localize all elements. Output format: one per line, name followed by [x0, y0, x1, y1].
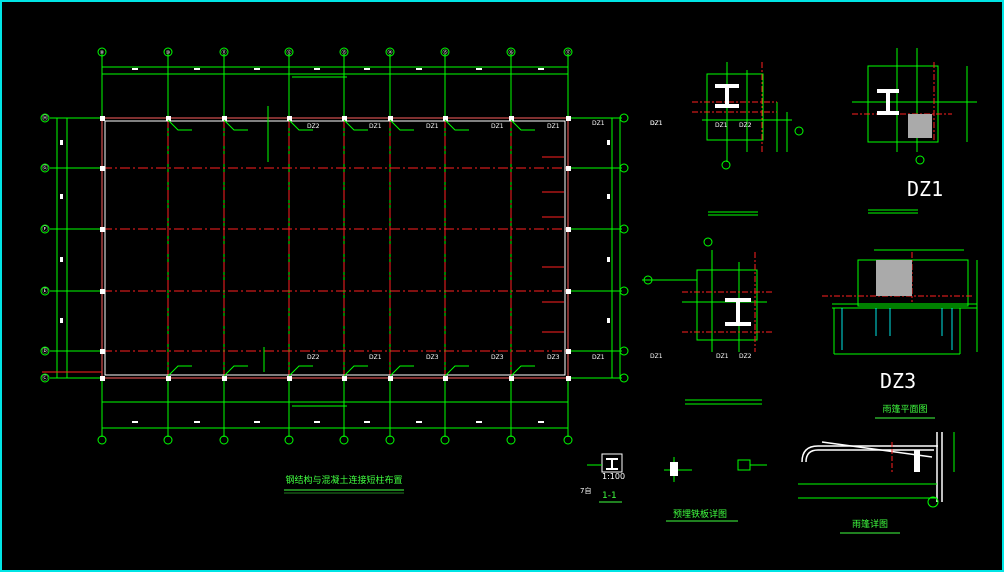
dz3-title: DZ3: [880, 369, 916, 393]
dz1-detail: DZ1: [852, 48, 977, 214]
column-label: DZ1: [491, 123, 504, 130]
side-grid-bubbles: [40, 113, 629, 383]
side-grid-bubble-labels: Ⓗ Ⓖ Ⓕ Ⓔ Ⓓ Ⓒ: [42, 114, 48, 382]
detail-label: DZ2: [739, 122, 752, 129]
base-plate: [876, 260, 912, 296]
horizontal-grid-lines: [50, 117, 622, 379]
building-outline: [101, 117, 569, 379]
grid-bubble-label: ⑰: [565, 49, 570, 56]
i-beam-icon: [877, 89, 899, 115]
column-label: DZ3: [491, 354, 504, 361]
column-label: DZ2: [307, 123, 320, 130]
plan-title: 钢结构与混凝土连接短柱布置: [285, 474, 402, 486]
column-detail-3: DZ1 DZ2 DZ1 DZ1: [642, 120, 772, 405]
detail-label: DZ1: [650, 120, 663, 127]
grid-bubble-label: ⑧: [100, 50, 105, 56]
grid-bubble-label: ⑬: [341, 49, 346, 56]
column-type-labels: DZ2 DZ1 DZ1 DZ1 DZ1 DZ2 DZ1 DZ3 DZ3 DZ3 …: [307, 120, 663, 361]
column-label: DZ2: [307, 354, 320, 361]
column-leaders: [167, 106, 535, 377]
column-label: DZ1: [650, 120, 663, 127]
top-grid-bubbles: [97, 47, 573, 445]
column-markers: [100, 116, 571, 381]
dz1-title: DZ1: [907, 177, 943, 201]
section-mark: 7自: [580, 486, 591, 495]
grid-bubble-label: Ⓕ: [42, 225, 48, 233]
column-label: DZ1: [592, 354, 605, 361]
base-plate: [908, 114, 932, 138]
grid-bubble-label: Ⓖ: [42, 164, 48, 172]
section-title: 1-1: [602, 491, 617, 501]
top-dimension-lines: [56, 66, 621, 429]
i-beam-icon: [606, 458, 618, 470]
column-label: DZ3: [426, 354, 439, 361]
anchor-plate: [914, 450, 920, 472]
grid-bubble-label: ⑭: [387, 49, 392, 56]
detail-label: DZ2: [739, 353, 752, 360]
column-label: DZ1: [426, 123, 439, 130]
grid-bubble-label: ⑫: [286, 49, 291, 56]
plate-icon: [670, 462, 678, 476]
right-edge-ticks: [42, 156, 564, 373]
column-detail-1: DZ1 DZ2: [692, 62, 804, 216]
column-label: DZ1: [369, 123, 382, 130]
section-1-1: 1:100 1-1 7自: [580, 453, 625, 503]
grid-bubble-label: ⑮: [442, 49, 447, 56]
detail-label: DZ1: [716, 353, 729, 360]
i-beam-icon: [725, 298, 751, 326]
column-layout-plan: ⑧ ⑩ ⑪ ⑫ ⑬ ⑭ ⑮ ⑯ ⑰ Ⓗ Ⓖ Ⓕ Ⓔ Ⓓ Ⓒ DZ2: [40, 47, 663, 494]
grid-bubble-label: Ⓒ: [42, 374, 48, 382]
dimension-markers: [60, 68, 610, 423]
embedded-plate-detail: 预埋铁板详图: [664, 457, 767, 522]
column-label: DZ1: [369, 354, 382, 361]
section-scale: 1:100: [602, 472, 625, 481]
grid-bubble-label: ⑯: [508, 49, 513, 56]
axis-centerlines: [102, 118, 568, 378]
canopy-detail-title: 雨篷详图: [852, 518, 888, 530]
column-label: DZ3: [547, 354, 560, 361]
detail-label: DZ1: [650, 353, 663, 360]
detail-label: DZ1: [715, 122, 728, 129]
top-grid-bubble-labels: ⑧ ⑩ ⑪ ⑫ ⑬ ⑭ ⑮ ⑯ ⑰: [100, 49, 571, 56]
embed-detail-title: 预埋铁板详图: [673, 508, 727, 520]
canopy-detail: 雨篷详图: [798, 432, 955, 534]
grid-bubble-label: Ⓓ: [42, 347, 48, 355]
column-label: DZ1: [547, 123, 560, 130]
vertical-grid-lines: [101, 54, 569, 437]
grid-bubble-label: Ⓔ: [42, 287, 48, 295]
i-beam-icon: [715, 84, 739, 108]
grid-bubble-label: ⑪: [221, 49, 226, 56]
grid-bubble-label: ⑩: [166, 50, 171, 56]
dz3-detail: DZ3 雨篷平面图: [822, 249, 978, 419]
grid-bubble-label: Ⓗ: [42, 114, 48, 122]
column-label: DZ1: [592, 120, 605, 127]
canopy-plan-title: 雨篷平面图: [882, 403, 927, 415]
